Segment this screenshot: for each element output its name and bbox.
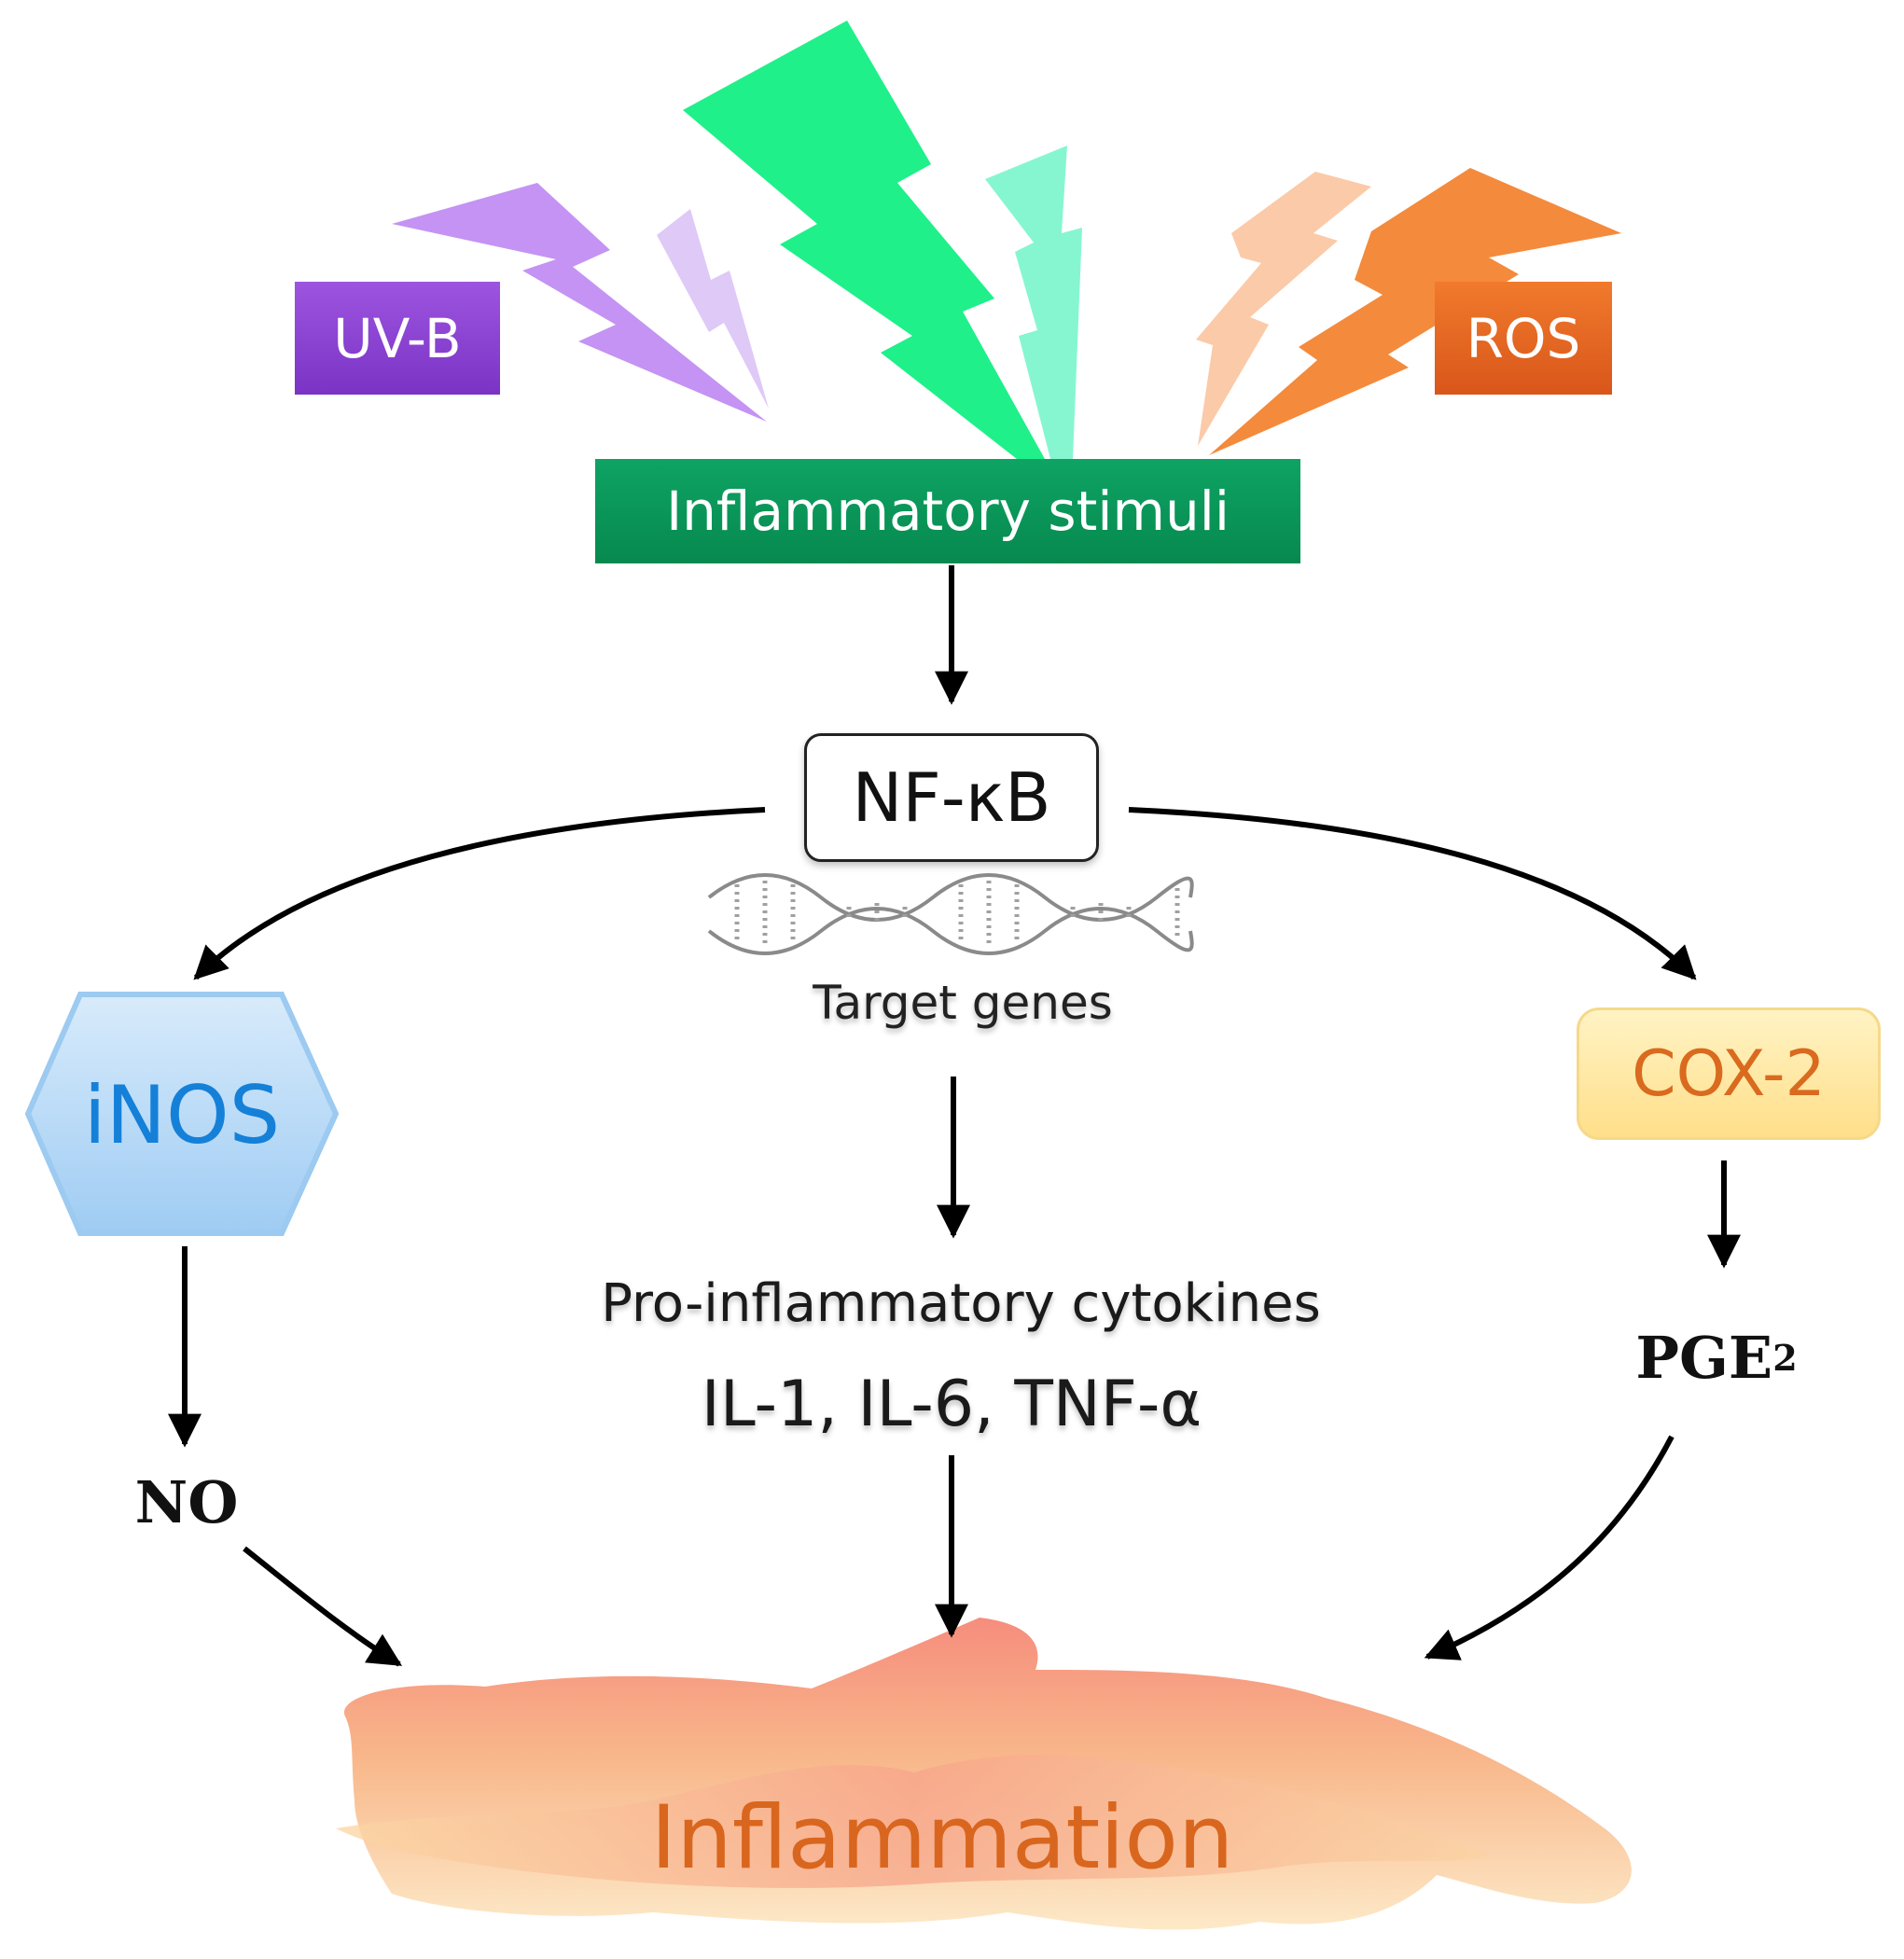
cox2-label: COX-2 (1632, 1036, 1826, 1111)
arrow-pge2-to-inflammation (1424, 1435, 1675, 1660)
nfkb-label: NF-κB (852, 758, 1051, 837)
dna-helix-icon (707, 873, 1194, 955)
green-bolt-icon (683, 21, 1045, 459)
cytokines-title: Pro-inflammatory cytokines (601, 1272, 1321, 1334)
uvb-badge: UV-B (295, 282, 500, 395)
target-genes-label: Target genes (813, 976, 1113, 1030)
ros-badge: ROS (1435, 282, 1612, 395)
arrow-nfkb-to-cox2 (1128, 807, 1697, 980)
cox2-box: COX-2 (1577, 1007, 1881, 1140)
inos-hexagon-shape (24, 992, 340, 1236)
ros-bolt-icon (1209, 168, 1621, 455)
ros-label: ROS (1466, 306, 1581, 370)
no-label: NO (134, 1467, 239, 1536)
inflammatory-stimuli-box: Inflammatory stimuli (595, 459, 1300, 563)
pge2-main: PGE (1635, 1323, 1773, 1392)
inflammation-flame-shape (336, 1618, 1632, 1930)
pge2-subscript: 2 (1772, 1336, 1798, 1379)
arrow-no-to-inflammation (243, 1546, 403, 1667)
green-small-bolt-icon (985, 146, 1082, 459)
uvb-bolt-icon (392, 183, 767, 422)
inos-label: iNOS (83, 1069, 281, 1162)
uvb-label: UV-B (333, 306, 462, 370)
ros-small-bolt-icon (1196, 172, 1371, 446)
inflammatory-stimuli-label: Inflammatory stimuli (666, 479, 1230, 543)
arrow-nfkb-to-inos (193, 807, 766, 980)
nfkb-box: NF-κB (804, 733, 1099, 862)
inflammation-label: Inflammation (650, 1786, 1234, 1889)
uvb-small-bolt-icon (657, 209, 769, 409)
cytokines-list: IL-1, IL-6, TNF-α (701, 1367, 1202, 1441)
